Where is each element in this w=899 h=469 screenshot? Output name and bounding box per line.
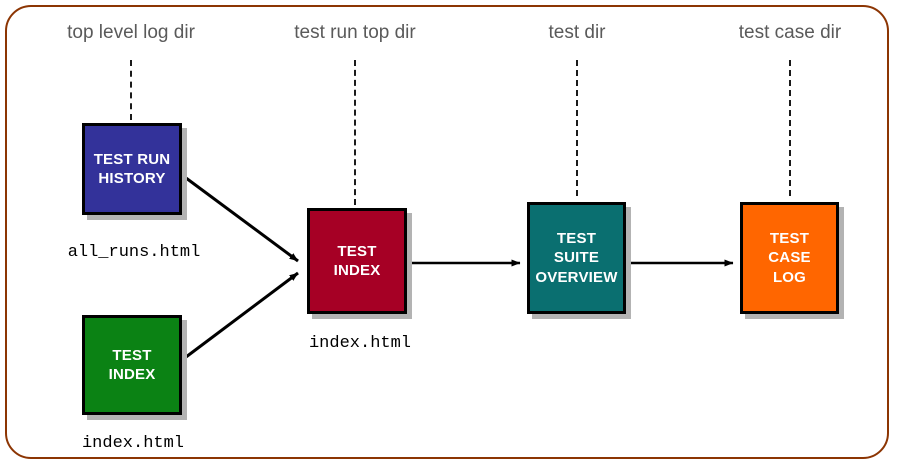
dash-separator-top-level-log-dir bbox=[130, 60, 132, 120]
dash-separator-test-run-top-dir bbox=[354, 60, 356, 205]
node-test-index-red[interactable]: TEST INDEX bbox=[307, 208, 407, 314]
dash-separator-test-dir bbox=[576, 60, 578, 196]
column-header-test-case-dir: test case dir bbox=[738, 22, 842, 43]
node-test-index-green[interactable]: TEST INDEX bbox=[82, 315, 182, 415]
column-header-top-level-log-dir: top level log dir bbox=[67, 22, 195, 43]
node-test-run-history[interactable]: TEST RUN HISTORY bbox=[82, 123, 182, 215]
dash-separator-test-case-dir bbox=[789, 60, 791, 196]
node-test-case-log-label: TEST CASE LOG bbox=[768, 229, 811, 286]
diagram-outer-frame bbox=[5, 5, 889, 459]
node-test-case-log[interactable]: TEST CASE LOG bbox=[740, 202, 839, 314]
node-test-run-history-label: TEST RUN HISTORY bbox=[93, 150, 171, 188]
node-test-suite-overview-label: TEST SUITE OVERVIEW bbox=[535, 229, 618, 286]
caption-index-html-green: index.html bbox=[81, 434, 185, 453]
node-test-suite-overview[interactable]: TEST SUITE OVERVIEW bbox=[527, 202, 626, 314]
column-header-test-dir: test dir bbox=[548, 22, 606, 43]
node-test-index-green-label: TEST INDEX bbox=[108, 346, 156, 384]
column-header-test-run-top-dir: test run top dir bbox=[294, 22, 416, 43]
caption-index-html-red: index.html bbox=[308, 334, 412, 353]
caption-all-runs-html: all_runs.html bbox=[67, 243, 201, 262]
node-test-index-red-label: TEST INDEX bbox=[333, 242, 381, 280]
